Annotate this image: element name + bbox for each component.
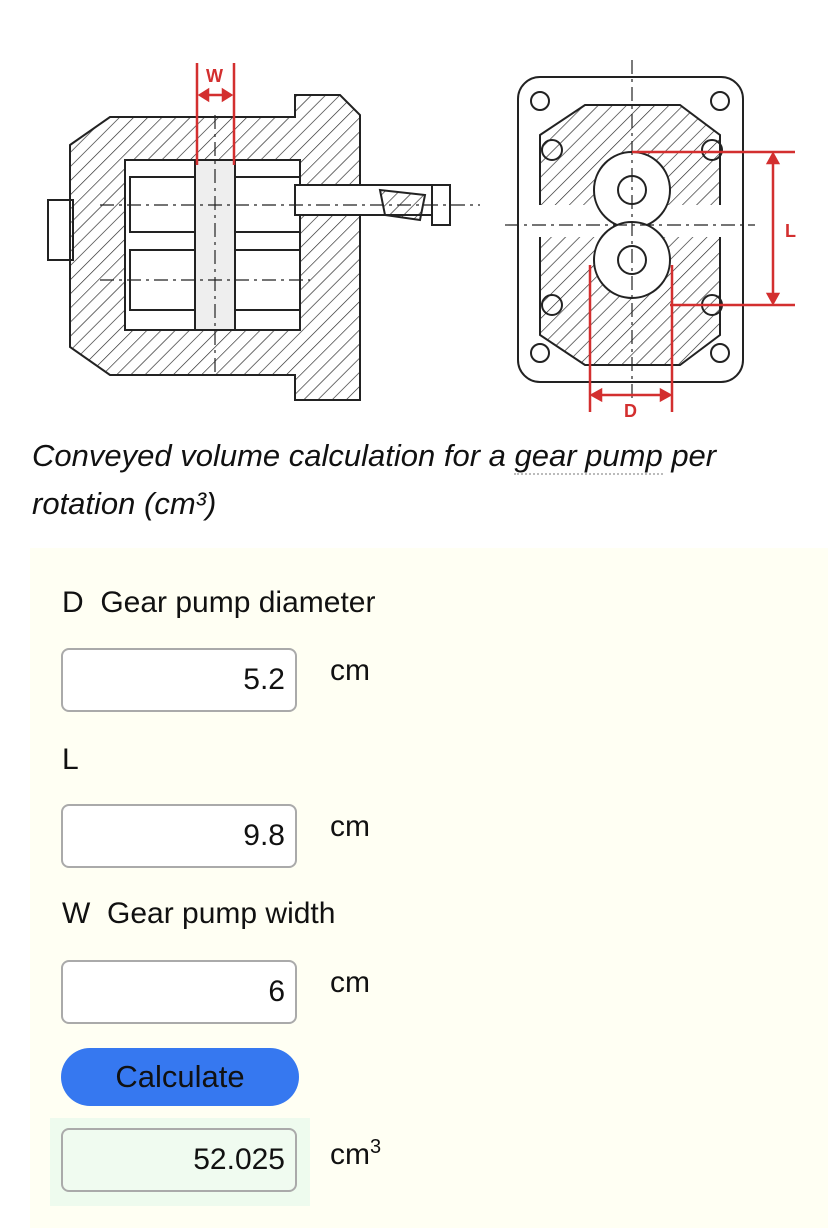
- l-unit: cm: [330, 810, 370, 843]
- w-dimension: [195, 63, 236, 165]
- result-unit-base: cm: [330, 1138, 370, 1171]
- w-symbol: W: [62, 897, 91, 930]
- d-label-text: Gear pump diameter: [100, 586, 376, 619]
- w-unit: cm: [330, 966, 370, 999]
- gear-pump-abbr[interactable]: gear pump: [514, 438, 663, 475]
- d-label: D: [624, 401, 637, 420]
- calculate-button[interactable]: Calculate: [61, 1048, 299, 1106]
- w-label: W: [206, 66, 223, 86]
- w-label-text: Gear pump width: [107, 897, 336, 930]
- l-symbol: L: [62, 743, 79, 776]
- title-text: Conveyed volume calculation for a: [32, 438, 515, 473]
- width-input[interactable]: 6: [61, 960, 297, 1024]
- d-symbol: D: [62, 586, 84, 619]
- field-d-label: D Gear pump diameter: [62, 586, 375, 620]
- diameter-input[interactable]: 5.2: [61, 648, 297, 712]
- page-title: Conveyed volume calculation for a gear p…: [32, 432, 802, 528]
- d-unit: cm: [330, 654, 370, 687]
- front-view: [505, 60, 755, 400]
- gear-pump-diagram: W L D: [47, 60, 796, 420]
- length-input[interactable]: 9.8: [61, 804, 297, 868]
- side-section-view: [47, 94, 480, 401]
- result-unit-exp: 3: [370, 1136, 382, 1158]
- result-unit: cm3: [330, 1136, 381, 1172]
- l-label: L: [785, 221, 796, 241]
- calculator-panel: D Gear pump diameter 5.2 cm L 9.8 cm W G…: [30, 548, 828, 1228]
- title-text-end: per rotation (cm³): [32, 438, 717, 521]
- result-output: 52.025: [61, 1128, 297, 1192]
- l-d-dimensions: [588, 150, 795, 412]
- field-w-label: W Gear pump width: [62, 897, 335, 931]
- field-l-label: L: [62, 743, 79, 777]
